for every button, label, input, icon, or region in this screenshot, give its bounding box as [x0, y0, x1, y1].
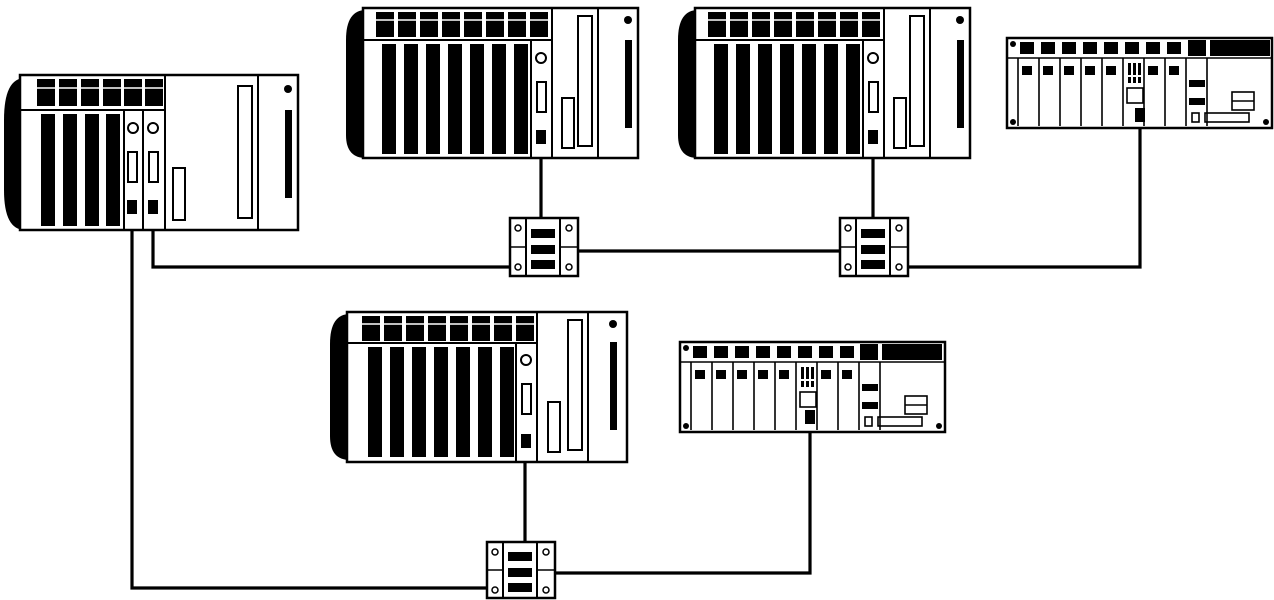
- junction-box-3: [485, 540, 557, 600]
- rack-compact-top: [1005, 36, 1274, 130]
- rack-compact-bottom-port: [805, 410, 815, 424]
- link-master-to-junction-3: [130, 212, 490, 590]
- rack-bottom-port: [521, 434, 531, 448]
- rack-top-1: [346, 6, 640, 160]
- rack-compact-bottom: [678, 340, 947, 434]
- master-port-b: [148, 200, 158, 214]
- rack-top-1-port: [536, 130, 546, 144]
- junction-box-1: [508, 216, 580, 278]
- link-junction-2-to-compact-top: [906, 118, 1142, 269]
- master-port-a: [127, 200, 137, 214]
- rack-top-2-port: [868, 130, 878, 144]
- rack-compact-top-port: [1135, 108, 1145, 122]
- rack-top-2: [678, 6, 972, 160]
- rack-bottom: [330, 310, 629, 464]
- link-junction-3-to-compact-bottom: [550, 410, 812, 575]
- junction-box-2: [838, 216, 910, 278]
- master-rack: [4, 73, 300, 232]
